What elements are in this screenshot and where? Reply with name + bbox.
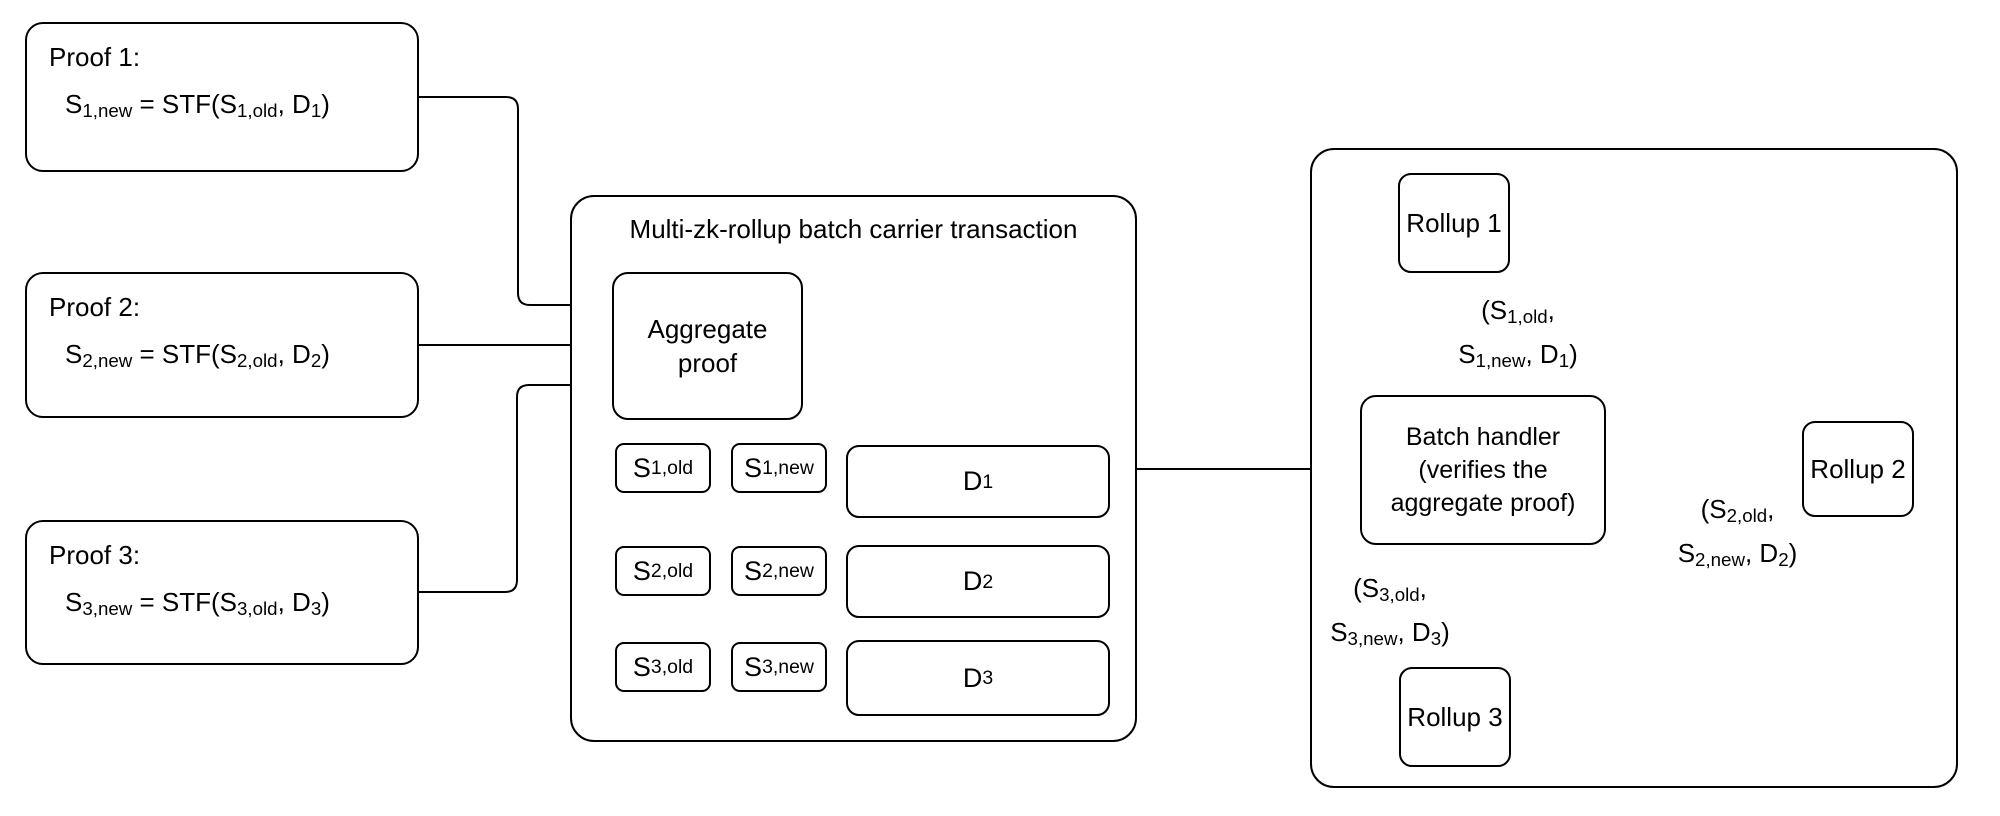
proof-2-title: Proof 2: xyxy=(49,292,141,322)
proof-1-box: Proof 1: S1,new = STF(S1,old, D1) xyxy=(25,22,419,172)
batch-handler-line2: (verifies the xyxy=(1418,455,1548,484)
edge-label-rollup2-line2: S2,new, D2) xyxy=(1677,538,1798,571)
rollup-1-box: Rollup 1 xyxy=(1398,173,1510,273)
proof-1-title: Proof 1: xyxy=(49,42,141,72)
edge-label-rollup3-line1: (S3,old, xyxy=(1353,573,1427,606)
edge-label-rollup1: (S1,old, S1,new, D1) xyxy=(1438,288,1598,376)
arrow-proof1-to-aggregate xyxy=(419,96,607,310)
proof-1-formula: S1,new = STF(S1,old, D1) xyxy=(65,89,330,122)
edge-label-rollup1-line1: (S1,old, xyxy=(1481,295,1555,328)
rollup-2-box: Rollup 2 xyxy=(1802,421,1914,517)
arrow-proof3-to-aggregate xyxy=(419,380,607,593)
rollup-3-box: Rollup 3 xyxy=(1399,667,1511,767)
edge-label-rollup3-line2: S3,new, D3) xyxy=(1330,617,1450,650)
batch-handler-line1: Batch handler xyxy=(1405,422,1561,451)
proof-2-formula: S2,new = STF(S2,old, D2) xyxy=(65,339,330,372)
edge-label-rollup3: (S3,old, S3,new, D3) xyxy=(1295,566,1485,654)
edge-label-rollup1-line2: S1,new, D1) xyxy=(1458,339,1578,372)
aggregate-proof-box: Aggregate proof xyxy=(612,272,803,420)
edge-label-rollup2-line1: (S2,old, xyxy=(1700,494,1775,527)
proof-3-box: Proof 3: S3,new = STF(S3,old, D3) xyxy=(25,520,419,665)
aggregate-proof-line2: proof xyxy=(677,348,738,378)
aggregate-proof-line1: Aggregate xyxy=(647,314,768,344)
edge-label-rollup2: (S2,old, S2,new, D2) xyxy=(1645,487,1830,575)
batch-handler-line3: aggregate proof) xyxy=(1390,488,1576,517)
proof-2-box: Proof 2: S2,new = STF(S2,old, D2) xyxy=(25,272,419,418)
proof-3-formula: S3,new = STF(S3,old, D3) xyxy=(65,587,330,620)
proof-3-title: Proof 3: xyxy=(49,540,141,570)
batch-handler-box: Batch handler (verifies the aggregate pr… xyxy=(1360,395,1606,545)
carrier-title: Multi-zk-rollup batch carrier transactio… xyxy=(629,214,1078,244)
